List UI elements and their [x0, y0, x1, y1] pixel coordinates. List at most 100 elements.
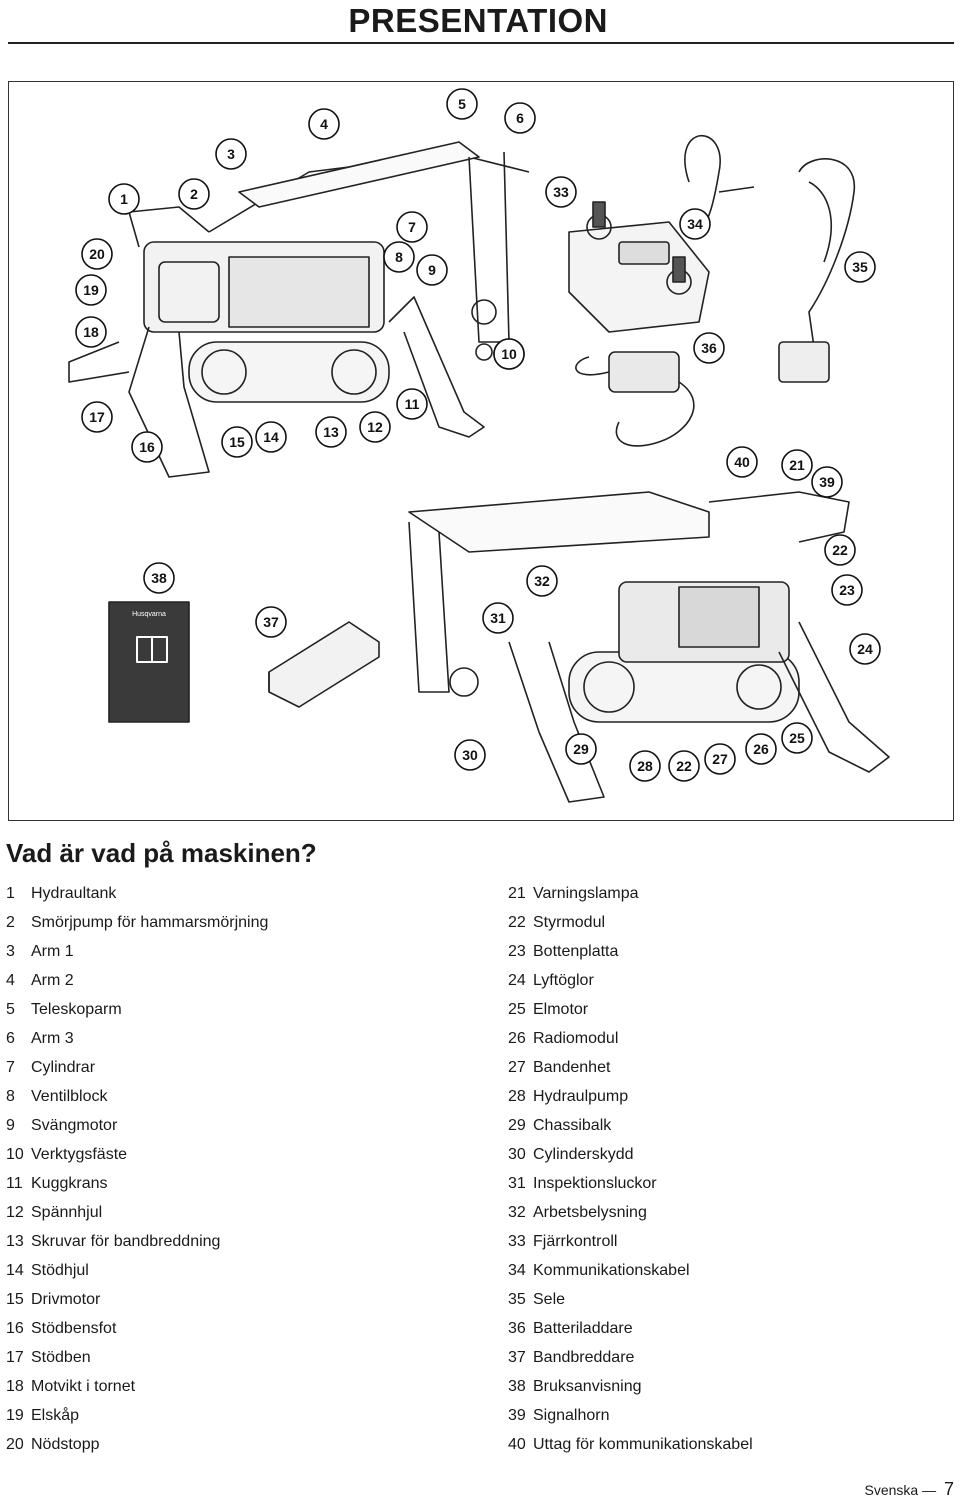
callout-31: 31	[482, 602, 514, 634]
part-label: Bruksanvisning	[533, 1378, 642, 1395]
part-label: Kuggkrans	[31, 1175, 108, 1192]
svg-text:2: 2	[190, 186, 198, 202]
svg-text:8: 8	[395, 249, 403, 265]
manual-brand-text: Husqvarna	[132, 611, 166, 618]
part-label: Nödstopp	[31, 1436, 100, 1453]
footer-separator: —	[922, 1482, 937, 1498]
part-label: Stödhjul	[31, 1262, 89, 1279]
callout-29: 29	[565, 733, 597, 765]
callout-40: 40	[726, 446, 758, 478]
svg-text:34: 34	[687, 216, 703, 232]
callout-39: 39	[811, 466, 843, 498]
callout-27: 27	[704, 743, 736, 775]
part-number: 28	[508, 1088, 526, 1105]
part-number: 4	[6, 972, 15, 989]
part-number: 27	[508, 1059, 526, 1076]
svg-text:23: 23	[839, 582, 855, 598]
part-label: Verktygsfäste	[31, 1146, 128, 1163]
operator-manual	[108, 601, 190, 723]
communication-cable	[684, 134, 755, 233]
part-label: Drivmotor	[31, 1291, 101, 1308]
svg-text:6: 6	[516, 110, 524, 126]
remote-control	[568, 201, 710, 333]
page-number: 7	[943, 1479, 954, 1499]
part-number: 23	[508, 943, 526, 960]
part-item: 18 Motvikt i tornet	[6, 1372, 268, 1401]
part-number: 31	[508, 1175, 526, 1192]
part-label: Bandenhet	[533, 1059, 611, 1076]
svg-text:1: 1	[120, 191, 128, 207]
demolition-robot-front-view	[68, 141, 530, 478]
svg-text:19: 19	[83, 282, 99, 298]
part-number: 21	[508, 885, 526, 902]
part-number: 25	[508, 1001, 526, 1018]
svg-text:12: 12	[367, 419, 383, 435]
part-number: 11	[6, 1175, 23, 1192]
part-item: 31 Inspektionsluckor	[508, 1169, 753, 1198]
svg-text:37: 37	[263, 614, 279, 630]
machine-drawing: Husqvarna 123456789101112131415161718192…	[68, 88, 890, 803]
part-item: 21 Varningslampa	[508, 879, 753, 908]
part-label: Motvikt i tornet	[31, 1378, 136, 1395]
svg-text:5: 5	[458, 96, 466, 112]
part-item: 4 Arm 2	[6, 966, 268, 995]
callout-20: 20	[81, 238, 113, 270]
part-label: Signalhorn	[533, 1407, 610, 1424]
part-label: Stödben	[31, 1349, 91, 1366]
part-label: Spännhjul	[31, 1204, 103, 1221]
part-label: Svängmotor	[31, 1117, 118, 1134]
part-label: Uttag för kommunikationskabel	[533, 1436, 753, 1453]
callout-30: 30	[454, 739, 486, 771]
svg-text:17: 17	[89, 409, 105, 425]
part-number: 24	[508, 972, 526, 989]
part-label: Arm 1	[31, 943, 74, 960]
svg-text:7: 7	[408, 219, 416, 235]
part-label: Inspektionsluckor	[533, 1175, 657, 1192]
part-number: 18	[6, 1378, 24, 1395]
part-label: Elmotor	[533, 1001, 589, 1018]
part-label: Styrmodul	[533, 914, 606, 931]
svg-text:35: 35	[852, 259, 868, 275]
svg-text:33: 33	[553, 184, 569, 200]
part-number: 39	[508, 1407, 526, 1424]
svg-text:18: 18	[83, 324, 99, 340]
callout-3: 3	[215, 138, 247, 170]
svg-text:29: 29	[573, 741, 589, 757]
callout-34: 34	[679, 208, 711, 240]
footer-language: Svenska	[864, 1482, 919, 1498]
part-label: Varningslampa	[533, 885, 639, 902]
part-label: Sele	[533, 1291, 566, 1308]
svg-text:39: 39	[819, 474, 835, 490]
svg-text:25: 25	[789, 730, 805, 746]
part-number: 7	[6, 1059, 15, 1076]
part-label: Ventilblock	[31, 1088, 108, 1105]
part-label: Arm 2	[31, 972, 74, 989]
part-number: 33	[508, 1233, 526, 1250]
svg-text:14: 14	[263, 429, 279, 445]
part-label: Elskåp	[31, 1407, 80, 1424]
header-rule	[8, 42, 954, 44]
part-number: 34	[508, 1262, 526, 1279]
part-item: 12 Spännhjul	[6, 1198, 268, 1227]
svg-text:40: 40	[734, 454, 750, 470]
part-label: Arbetsbelysning	[533, 1204, 647, 1221]
callout-17: 17	[81, 401, 113, 433]
part-number: 29	[508, 1117, 526, 1134]
part-number: 12	[6, 1204, 24, 1221]
